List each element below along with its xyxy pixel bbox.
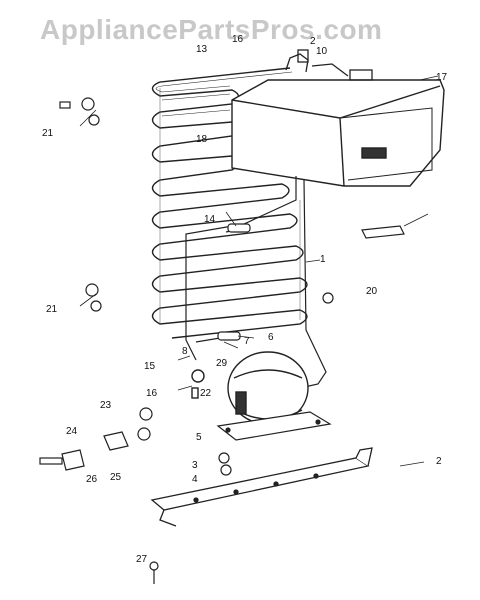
callout-10: 10 — [316, 46, 328, 57]
callout-20: 20 — [366, 286, 378, 297]
callout-4: 4 — [192, 474, 198, 485]
callout-24: 24 — [66, 426, 78, 437]
callout-21-upper: 21 — [42, 128, 54, 139]
callout-25: 25 — [110, 472, 122, 483]
callout-3: 3 — [192, 460, 198, 471]
hardware-clips — [39, 97, 405, 584]
callout-17: 17 — [436, 72, 448, 83]
callout-27: 27 — [136, 554, 148, 565]
watermark: AppliancePartsPros.com — [40, 14, 383, 45]
callout-16-top: 16 — [232, 34, 244, 45]
callout-29: 29 — [216, 358, 228, 369]
evaporator-box — [231, 79, 445, 187]
callout-5: 5 — [196, 432, 202, 443]
callout-18: 18 — [196, 134, 208, 145]
callout-22: 22 — [200, 388, 212, 399]
callout-15: 15 — [144, 361, 156, 372]
callout-7: 7 — [244, 336, 250, 347]
callout-2-rail: 2 — [436, 456, 442, 467]
callout-2-top: 2 — [310, 36, 316, 47]
callout-13: 13 — [196, 44, 208, 55]
callout-14: 14 — [204, 214, 216, 225]
callout-8: 8 — [182, 346, 188, 357]
callout-21-lower: 21 — [46, 304, 58, 315]
filter-drier — [217, 223, 251, 341]
callout-16-mid: 16 — [146, 388, 158, 399]
leader-lines — [79, 75, 439, 467]
callout-23: 23 — [100, 400, 112, 411]
coil-fins — [159, 88, 301, 324]
callout-labels: 1 2 2 3 4 5 6 7 8 10 13 14 15 16 16 17 1… — [42, 34, 448, 565]
compressor-base-plate — [216, 411, 332, 441]
callout-26: 26 — [86, 474, 98, 485]
compressor — [191, 351, 309, 425]
callout-6: 6 — [268, 332, 274, 343]
mounting-rail — [150, 447, 373, 527]
evaporator-fittings — [285, 49, 373, 81]
callout-1: 1 — [320, 254, 326, 265]
